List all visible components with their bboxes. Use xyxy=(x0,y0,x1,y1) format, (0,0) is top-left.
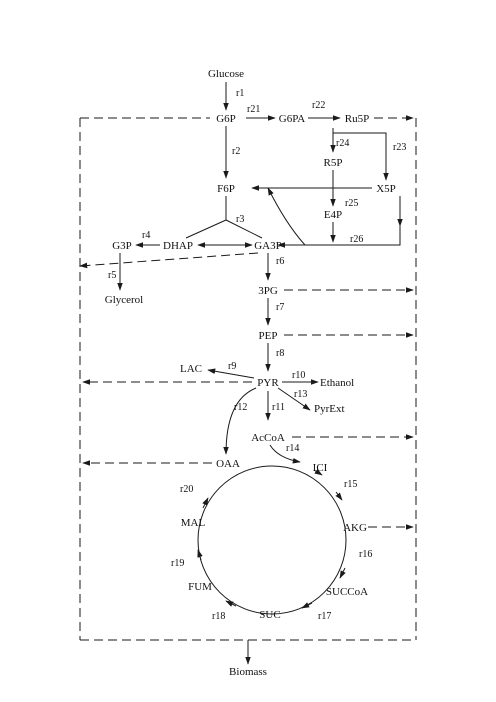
reaction-r9: r9 xyxy=(228,361,236,372)
metabolite-ethanol: Ethanol xyxy=(320,377,354,389)
metabolite-succoa: SUCCoA xyxy=(326,586,368,598)
metabolite-mal: MAL xyxy=(181,517,206,529)
reaction-r3: r3 xyxy=(236,214,244,225)
reaction-r5: r5 xyxy=(108,270,116,281)
reaction-r8: r8 xyxy=(276,348,284,359)
pyruvate-branch-arrows xyxy=(207,368,319,455)
reaction-r19: r19 xyxy=(171,558,184,569)
biomass-outflow-arrows xyxy=(82,115,414,665)
metabolite-suc: SUC xyxy=(259,609,280,621)
metabolite-ru5p: Ru5P xyxy=(345,113,369,125)
metabolite-glycerol: Glycerol xyxy=(105,294,143,306)
reaction-r4: r4 xyxy=(142,230,150,241)
glycerol-branch-arrows xyxy=(79,242,259,291)
reaction-r26: r26 xyxy=(350,234,363,245)
reaction-r21: r21 xyxy=(247,104,260,115)
metabolite-f6p: F6P xyxy=(217,183,235,195)
metabolite-g6pa: G6PA xyxy=(279,113,306,125)
pentose-phosphate-arrows xyxy=(246,115,403,248)
metabolite-e4p: E4P xyxy=(324,209,342,221)
reaction-r12: r12 xyxy=(234,402,247,413)
biomass-boundary xyxy=(79,117,417,641)
reaction-r11: r11 xyxy=(272,402,285,413)
reaction-r25: r25 xyxy=(345,198,358,209)
reaction-r10: r10 xyxy=(292,370,305,381)
reaction-r17: r17 xyxy=(318,611,331,622)
metabolite-biomass: Biomass xyxy=(229,666,267,678)
metabolite-accoa: AcCoA xyxy=(251,432,285,444)
reaction-r2: r2 xyxy=(232,146,240,157)
reaction-r23: r23 xyxy=(393,142,406,153)
reaction-r13: r13 xyxy=(294,389,307,400)
reaction-r15: r15 xyxy=(344,479,357,490)
metabolite-pyrext: PyrExt xyxy=(314,403,345,415)
reaction-r24: r24 xyxy=(336,138,349,149)
reaction-r18: r18 xyxy=(212,611,225,622)
metabolite-lac: LAC xyxy=(180,363,202,375)
metabolite-g6p: G6P xyxy=(216,113,236,125)
metabolite-glucose: Glucose xyxy=(208,68,244,80)
reaction-r6: r6 xyxy=(276,256,284,267)
tca-cycle xyxy=(197,444,347,615)
reaction-r16: r16 xyxy=(359,549,372,560)
reaction-r1: r1 xyxy=(236,88,244,99)
reaction-r22: r22 xyxy=(312,100,325,111)
metabolite-r5p: R5P xyxy=(324,157,343,169)
metabolite-ga3p: GA3P xyxy=(254,240,282,252)
metabolite-labels: Glucose G6P G6PA Ru5P R5P X5P F6P E4P G3… xyxy=(105,68,396,678)
metabolite-ici: ICI xyxy=(313,462,328,474)
metabolite-akg: AKG xyxy=(343,522,367,534)
metabolite-3pg: 3PG xyxy=(258,285,278,297)
glycolysis-arrows xyxy=(185,82,271,421)
metabolite-x5p: X5P xyxy=(376,183,396,195)
metabolite-g3p: G3P xyxy=(112,240,132,252)
reaction-r14: r14 xyxy=(286,443,299,454)
metabolite-pyr: PYR xyxy=(257,377,279,389)
metabolite-oaa: OAA xyxy=(216,458,240,470)
reaction-r7: r7 xyxy=(276,302,284,313)
metabolite-dhap: DHAP xyxy=(163,240,193,252)
reaction-labels: r1 r21 r22 r24 r23 r2 r25 r3 r4 r26 r6 r… xyxy=(108,88,406,622)
metabolite-pep: PEP xyxy=(259,330,278,342)
metabolite-fum: FUM xyxy=(188,581,212,593)
reaction-r20: r20 xyxy=(180,484,193,495)
